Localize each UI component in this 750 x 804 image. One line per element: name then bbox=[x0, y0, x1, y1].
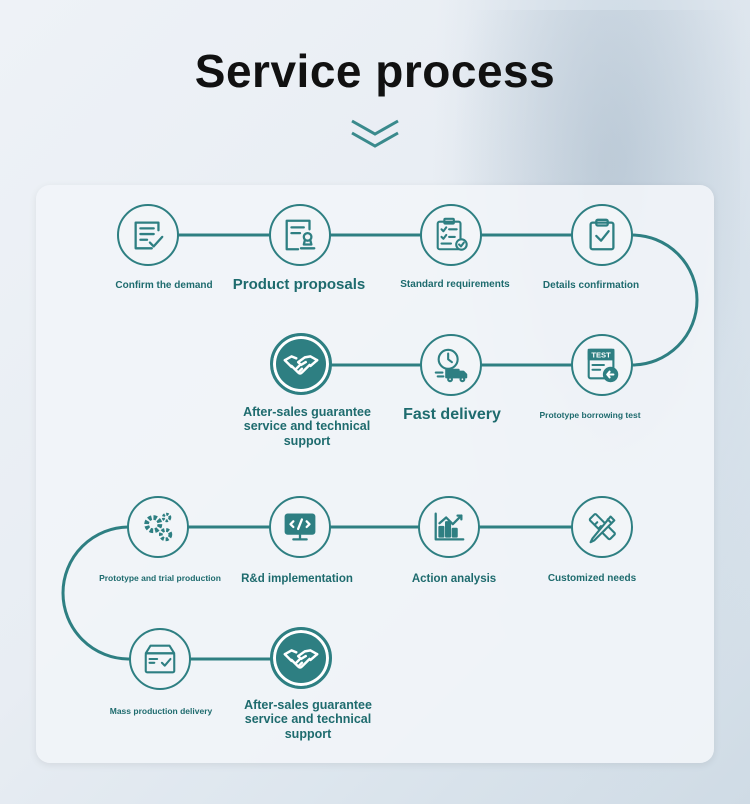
step-label: Mass production delivery bbox=[109, 706, 213, 716]
step-action-analysis bbox=[418, 496, 480, 558]
document-stamp-icon bbox=[285, 219, 316, 251]
step-label: Standard requirements bbox=[400, 279, 510, 290]
step-label: Action analysis bbox=[411, 573, 497, 585]
step-label: After-sales guarantee service and techni… bbox=[243, 405, 371, 448]
step-product-proposals bbox=[269, 204, 331, 266]
step-label: Prototype and trial production bbox=[99, 573, 221, 583]
svg-text:TEST: TEST bbox=[591, 350, 611, 359]
checklist-icon bbox=[436, 217, 468, 251]
step-prototype-borrowing-test: TEST bbox=[571, 334, 633, 396]
code-monitor-icon bbox=[284, 513, 316, 541]
step-mass-production-delivery bbox=[129, 628, 191, 690]
page-title: Service process bbox=[194, 45, 556, 97]
step-label: Details confirmation bbox=[542, 280, 640, 291]
step-fast-delivery bbox=[420, 334, 482, 396]
chart-analysis-icon bbox=[434, 512, 465, 541]
handshake-icon bbox=[283, 355, 319, 375]
box-icon bbox=[144, 644, 176, 674]
test-document-icon: TEST bbox=[587, 348, 619, 383]
step-rd-implementation bbox=[269, 496, 331, 558]
gears-icon bbox=[144, 512, 173, 542]
step-label: Product proposals bbox=[232, 276, 366, 293]
step-label: Fast delivery bbox=[403, 406, 501, 423]
step-label: Confirm the demand bbox=[115, 280, 213, 291]
double-chevron-down-icon bbox=[351, 119, 399, 148]
step-label: Customized needs bbox=[547, 573, 637, 584]
step-label: After-sales guarantee service and techni… bbox=[244, 698, 372, 741]
step-after-sales-2 bbox=[270, 627, 332, 689]
step-confirm-demand bbox=[117, 204, 179, 266]
pencil-ruler-icon bbox=[588, 513, 616, 544]
clipboard-tick-icon bbox=[589, 218, 615, 251]
step-customized-needs bbox=[571, 496, 633, 558]
step-prototype-trial-production bbox=[127, 496, 189, 558]
step-label: Prototype borrowing test bbox=[539, 410, 641, 420]
delivery-truck-clock-icon bbox=[434, 348, 468, 383]
step-label: R&d implementation bbox=[241, 573, 353, 585]
step-after-sales-1 bbox=[270, 333, 332, 395]
step-standard-requirements bbox=[420, 204, 482, 266]
step-details-confirmation bbox=[571, 204, 633, 266]
clipboard-check-icon bbox=[134, 221, 164, 250]
handshake-icon bbox=[283, 649, 319, 669]
